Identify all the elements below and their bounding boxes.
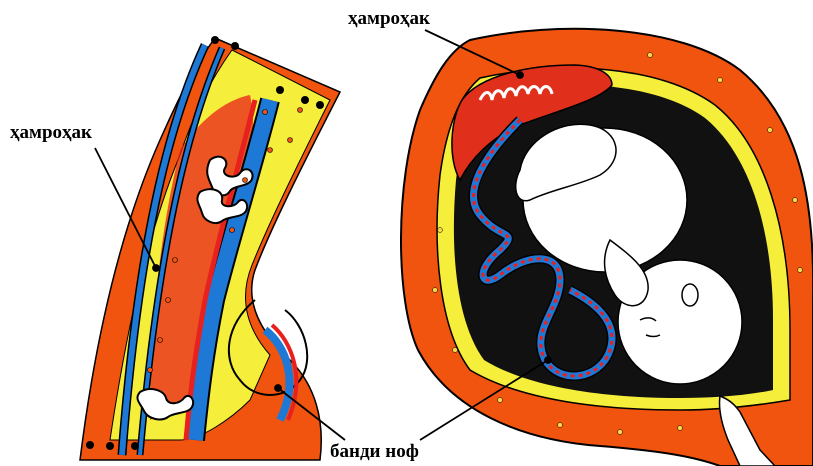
- placenta-label-left: ҳамроҳак: [10, 123, 92, 142]
- uterus-with-fetus: [401, 29, 813, 466]
- leader-dot-left: [153, 265, 159, 271]
- leader-dot-top: [517, 72, 523, 78]
- leader-dot-cord-left: [275, 385, 281, 391]
- fetus-ear: [682, 284, 698, 306]
- umbilical-cord-label: банди ноф: [330, 442, 419, 461]
- placenta-cross-section: [80, 36, 340, 460]
- leader-dot-cord-right: [545, 357, 551, 363]
- placenta-label-top: ҳамроҳак: [348, 9, 430, 28]
